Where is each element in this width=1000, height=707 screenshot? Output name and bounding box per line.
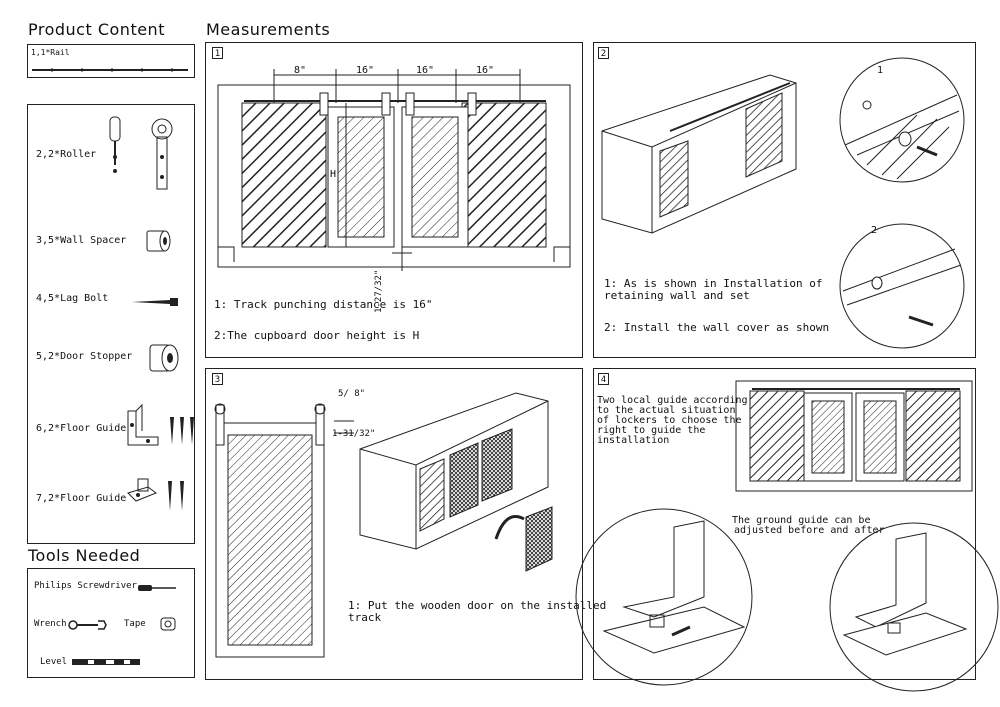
part-label-wall-spacer: 3,5*Wall Spacer [36,235,127,246]
step-number-3: 3 [212,373,223,385]
step2-note-1a: 1: As is shown in Installation of [604,277,823,290]
level-icon [72,659,140,665]
step3-note-1b: track [348,611,382,624]
parts-box: 2,2*Roller 3,5*Wall Spacer 4,5*Lag Bolt … [27,104,195,544]
step2-note-2: 2: Install the wall cover as shown [604,321,830,334]
rail-label: 1,1*Rail [31,48,70,57]
measurements-title: Measurements [206,20,331,39]
dim-8in: 8" [294,65,307,76]
floor-guide-a-icon [127,403,194,446]
step-panel-1: 1 [205,42,583,358]
floor-guide-detail-right [829,522,999,692]
cabinet-front-small-drawing [735,380,973,492]
rail-icon [32,68,188,72]
step1-note-2: 2:The cupboard door height is H [214,329,420,342]
step-panel-3: 3 5/ 8" 1-31/32" 1 [205,368,606,680]
cabinet-iso-doors-drawing [359,392,553,572]
guide-text-3: of lockers to choose the [597,415,742,426]
tool-label-tape: Tape [124,619,146,629]
rail-box: 1,1*Rail [27,44,195,78]
guide-text-2: to the actual situation [597,405,736,416]
adjust-text-2: adjusted before and after [734,525,885,536]
roller-icon [109,116,173,190]
door-stopper-icon [149,344,179,372]
tool-label-level: Level [40,657,68,667]
wrench-icon [68,620,107,630]
part-label-lag-bolt: 4,5*Lag Bolt [36,293,109,304]
dim-16in-2: 16" [416,65,435,76]
dim-5-8in: 5/ 8" [338,389,366,399]
step-number-4: 4 [598,373,609,385]
tool-label-screwdriver: Philips Screwdriver [34,581,137,591]
part-label-door-stopper: 5,2*Door Stopper [36,351,133,362]
floor-guide-detail-left [575,508,753,686]
wall-spacer-icon [146,230,171,252]
product-content-title: Product Content [28,20,165,39]
detail-circle-2 [839,223,965,349]
cabinet-iso-drawing [601,74,797,234]
door-detail-drawing [214,403,354,658]
step2-note-1b: retaining wall and set [604,289,750,302]
tools-box: Philips Screwdriver Wrench Tape Level [27,568,195,678]
step-panel-4: 4 Two local guide according to the actua… [575,368,999,692]
adjust-text-1: The ground guide can be [732,515,871,526]
step3-note-1a: 1: Put the wooden door on the installed [348,599,607,612]
dim-1-31-32in: 1-31/32" [332,429,376,439]
guide-text-5: installation [597,435,670,446]
dim-height: H [330,169,337,180]
step-panel-2: 2 1 2 1: As is shown in Installation of … [593,42,976,358]
step-number-1: 1 [212,47,223,59]
dim-16in-3: 16" [476,65,495,76]
callout-1: 1 [877,65,884,76]
part-label-roller: 2,2*Roller [36,149,97,160]
callout-2: 2 [871,225,878,236]
tape-measure-icon [160,617,176,631]
lag-bolt-icon [132,298,178,306]
screwdriver-icon [138,585,176,591]
part-label-floor-guide-a: 6,2*Floor Guide [36,423,127,434]
guide-text-1: Two local guide according [597,395,748,406]
tool-label-wrench: Wrench [34,619,67,629]
dim-16in-1: 16" [356,65,375,76]
floor-guide-b-icon [127,478,184,511]
cabinet-front-drawing [217,69,571,271]
guide-text-4: right to guide the [597,425,706,436]
step-number-2: 2 [598,47,609,59]
step1-note-1: 1: Track punching distance is 16" [214,298,433,311]
tools-title: Tools Needed [28,546,141,565]
detail-circle-1 [839,57,965,183]
part-label-floor-guide-b: 7,2*Floor Guide [36,493,127,504]
